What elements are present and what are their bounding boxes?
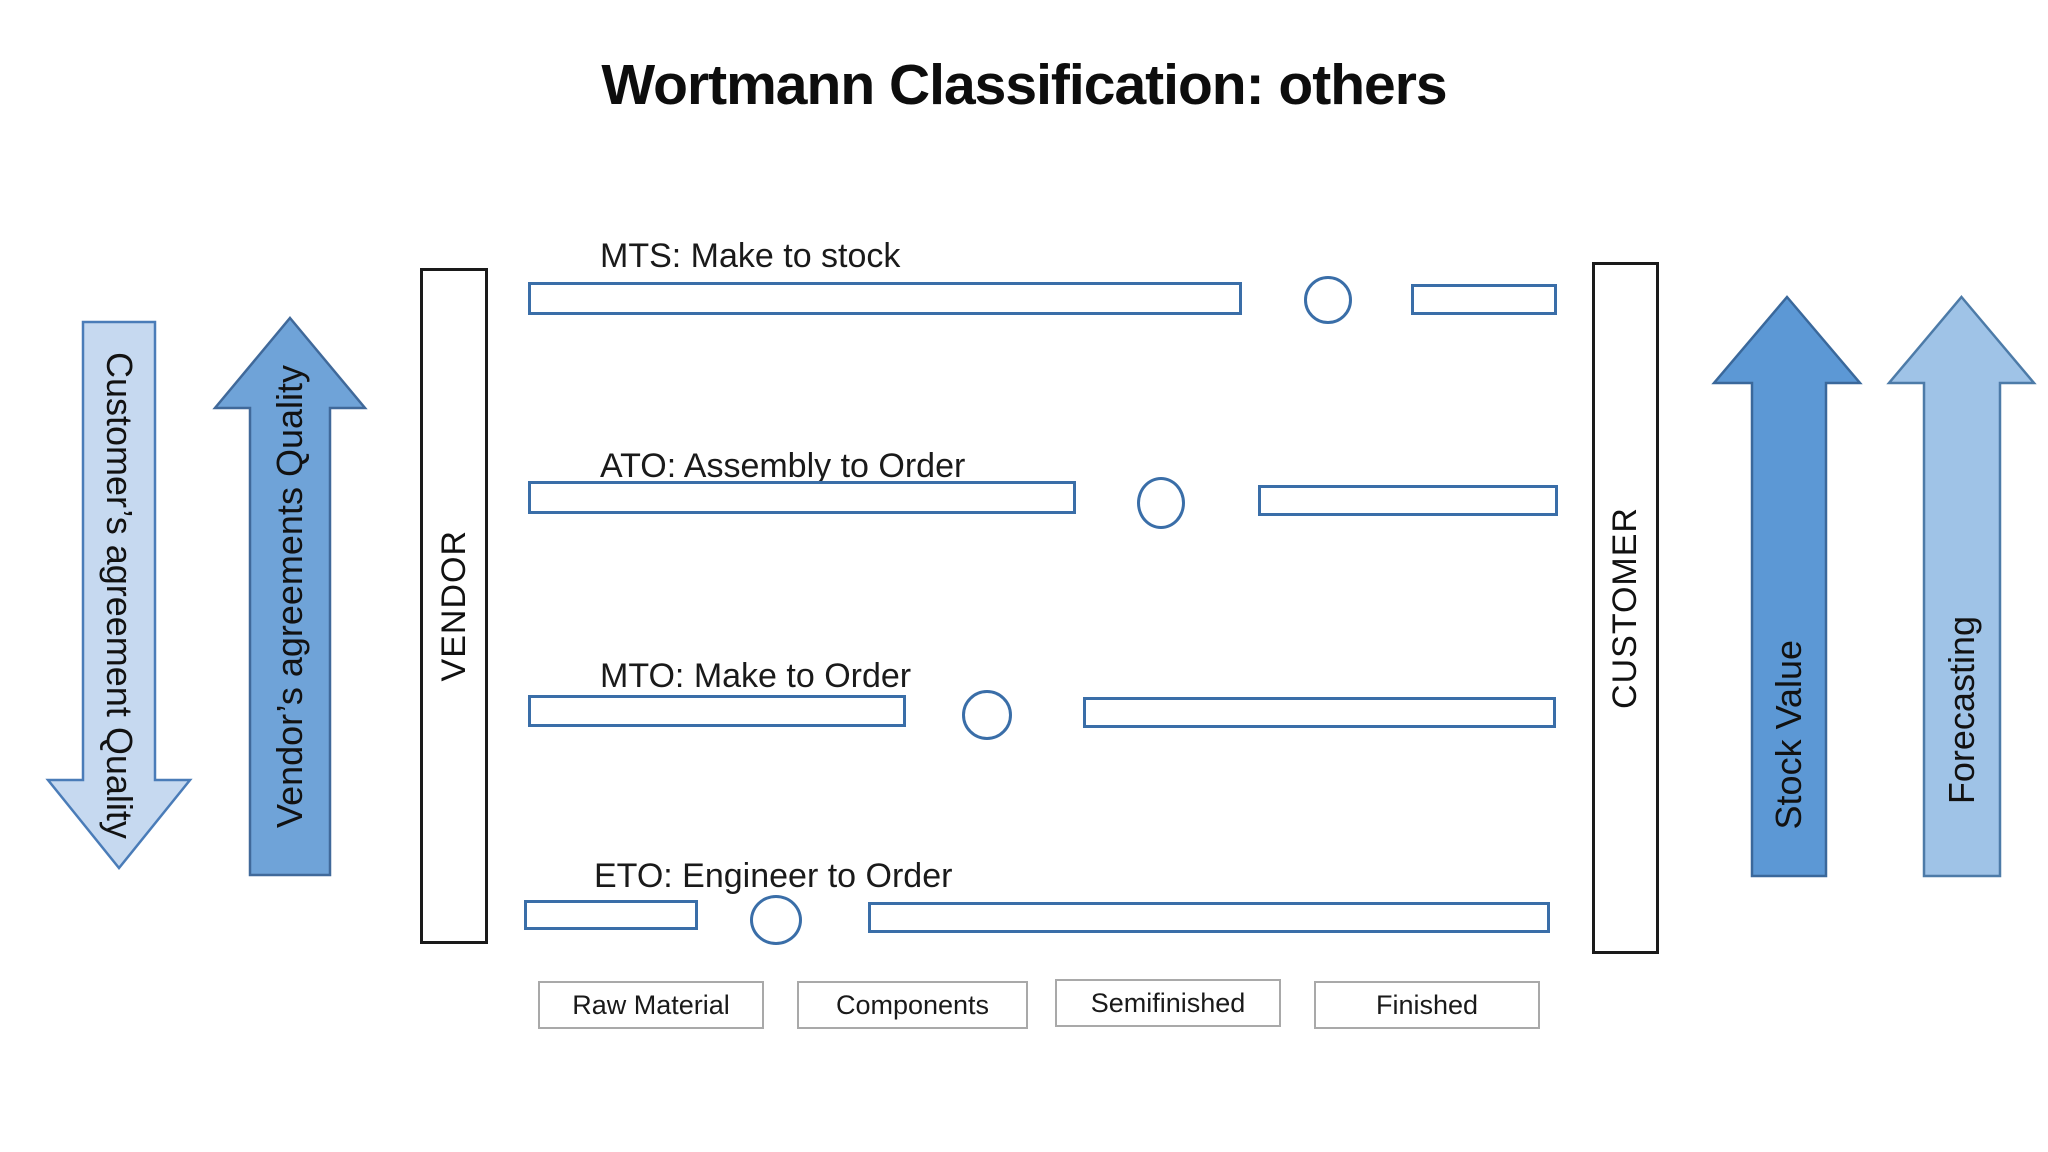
stock-value-arrow-label: Stock Value: [1752, 595, 1826, 875]
row-label-eto: ETO: Engineer to Order: [594, 857, 953, 895]
forecasting-arrow-label: Forecasting: [1924, 570, 2000, 850]
eto-decoupling-point: [750, 895, 802, 945]
mto-downstream-bar: [1083, 697, 1556, 728]
legend-components: Components: [797, 981, 1028, 1029]
legend-semifinished: Semifinished: [1055, 979, 1281, 1027]
mts-downstream-bar: [1411, 284, 1557, 315]
up-arrow-shape: [212, 316, 368, 877]
legend-raw-material: Raw Material: [538, 981, 764, 1029]
row-label-mto: MTO: Make to Order: [600, 657, 912, 695]
legend-finished: Finished: [1314, 981, 1540, 1029]
down-arrow-shape: [45, 320, 193, 870]
forecasting-arrow: [1886, 295, 2037, 878]
mto-upstream-bar: [528, 695, 906, 727]
forecasting-text: Forecasting: [1941, 615, 1982, 805]
stock-value-text: Stock Value: [1768, 640, 1809, 830]
vendor-quality-arrow-label: Vendor’s agreements Quality: [215, 318, 365, 875]
row-label-mts: MTS: Make to stock: [600, 237, 901, 275]
customer-boundary-bar: CUSTOMER: [1592, 262, 1659, 954]
ato-downstream-bar: [1258, 485, 1558, 516]
up-arrow-shape: [1711, 295, 1863, 878]
customer-quality-text: Customer’s agreement Quality: [99, 351, 140, 839]
vendor-boundary-label: VENDOR: [434, 530, 473, 682]
stock-value-arrow: [1711, 295, 1863, 878]
eto-upstream-bar: [524, 900, 698, 930]
customer-quality-arrow: [45, 320, 193, 870]
customer-boundary-label: CUSTOMER: [1606, 507, 1644, 709]
customer-quality-arrow-label: Customer’s agreement Quality: [48, 322, 190, 868]
eto-downstream-bar: [868, 902, 1550, 933]
row-label-ato: ATO: Assembly to Order: [600, 447, 966, 485]
ato-upstream-bar: [528, 481, 1076, 514]
up-arrow-shape: [1886, 295, 2037, 878]
ato-decoupling-point: [1137, 477, 1185, 529]
mto-decoupling-point: [962, 690, 1012, 740]
vendor-quality-text: Vendor’s agreements Quality: [269, 365, 310, 828]
page-title: Wortmann Classification: others: [601, 53, 1447, 117]
vendor-quality-arrow: [212, 316, 368, 877]
mts-decoupling-point: [1304, 276, 1352, 324]
vendor-boundary-bar: VENDOR: [420, 268, 488, 944]
mts-upstream-bar: [528, 282, 1242, 315]
